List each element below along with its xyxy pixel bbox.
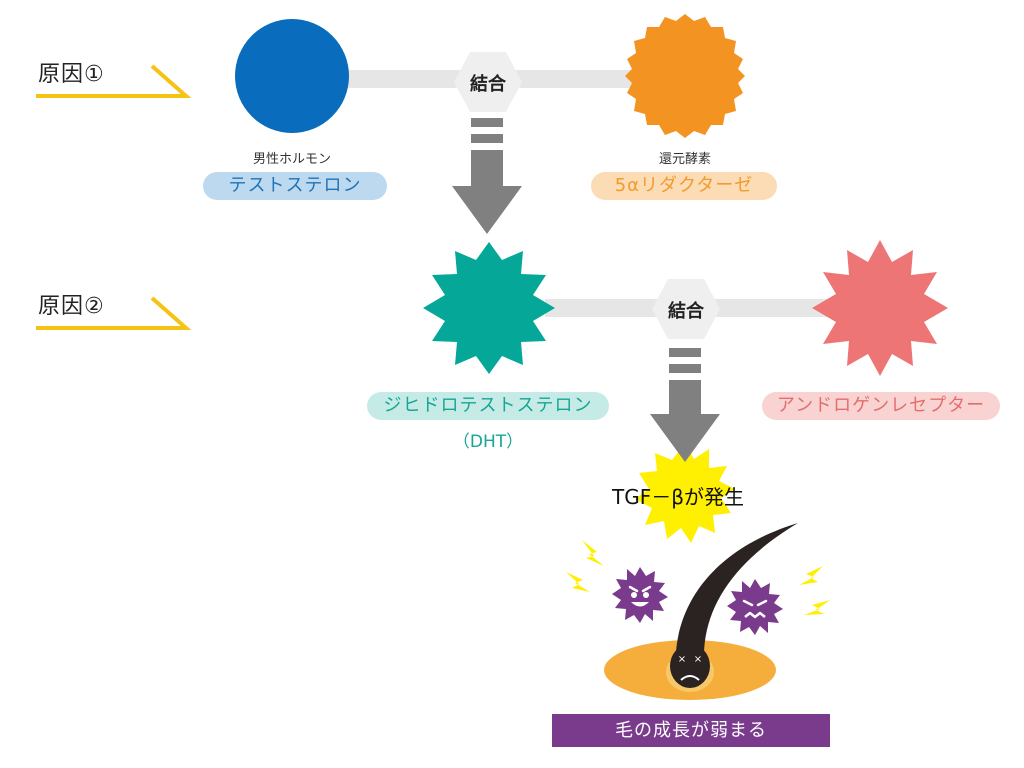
testosterone-circle (235, 19, 349, 133)
row1-bind-label: 結合 (470, 74, 506, 95)
row2-bind-label: 結合 (668, 301, 704, 322)
virus-left-icon (612, 567, 668, 623)
enzyme-category-label: 還元酵素 (658, 152, 711, 167)
svg-text:×: × (694, 654, 702, 665)
result-box: 毛の成長が弱まる (552, 714, 830, 747)
row2-bind-hexagon (652, 279, 720, 339)
testosterone-category-label: 男性ホルモン (252, 152, 331, 167)
virus-right-icon (727, 579, 783, 635)
dht-abbrev-label: （DHT） (452, 432, 524, 452)
hair-bulb-face: × × (670, 644, 710, 688)
tgf-label: TGF－βが発生 (612, 485, 744, 509)
cause1-label: 原因① (38, 62, 105, 87)
receptor-name-pill: アンドロゲンレセプター (762, 392, 1000, 420)
cause2-underline (36, 296, 192, 330)
cause1-underline (36, 64, 192, 98)
cause2-label: 原因② (38, 294, 105, 319)
arrow-down-2 (650, 348, 720, 462)
arrow-down-1 (452, 118, 522, 234)
row1-bind-hexagon (454, 52, 522, 112)
dht-name-pill: ジヒドロテストステロン (367, 392, 609, 420)
dht-shape (423, 242, 555, 374)
hair-strand (676, 523, 798, 652)
enzyme-shape (625, 14, 745, 138)
receptor-shape (812, 240, 948, 376)
svg-text:×: × (678, 654, 686, 665)
tgf-burst (635, 443, 735, 543)
enzyme-name-pill: 5αリダクターゼ (591, 172, 777, 200)
lightning-icon (566, 540, 830, 615)
testosterone-name-pill: テストステロン (203, 172, 387, 200)
